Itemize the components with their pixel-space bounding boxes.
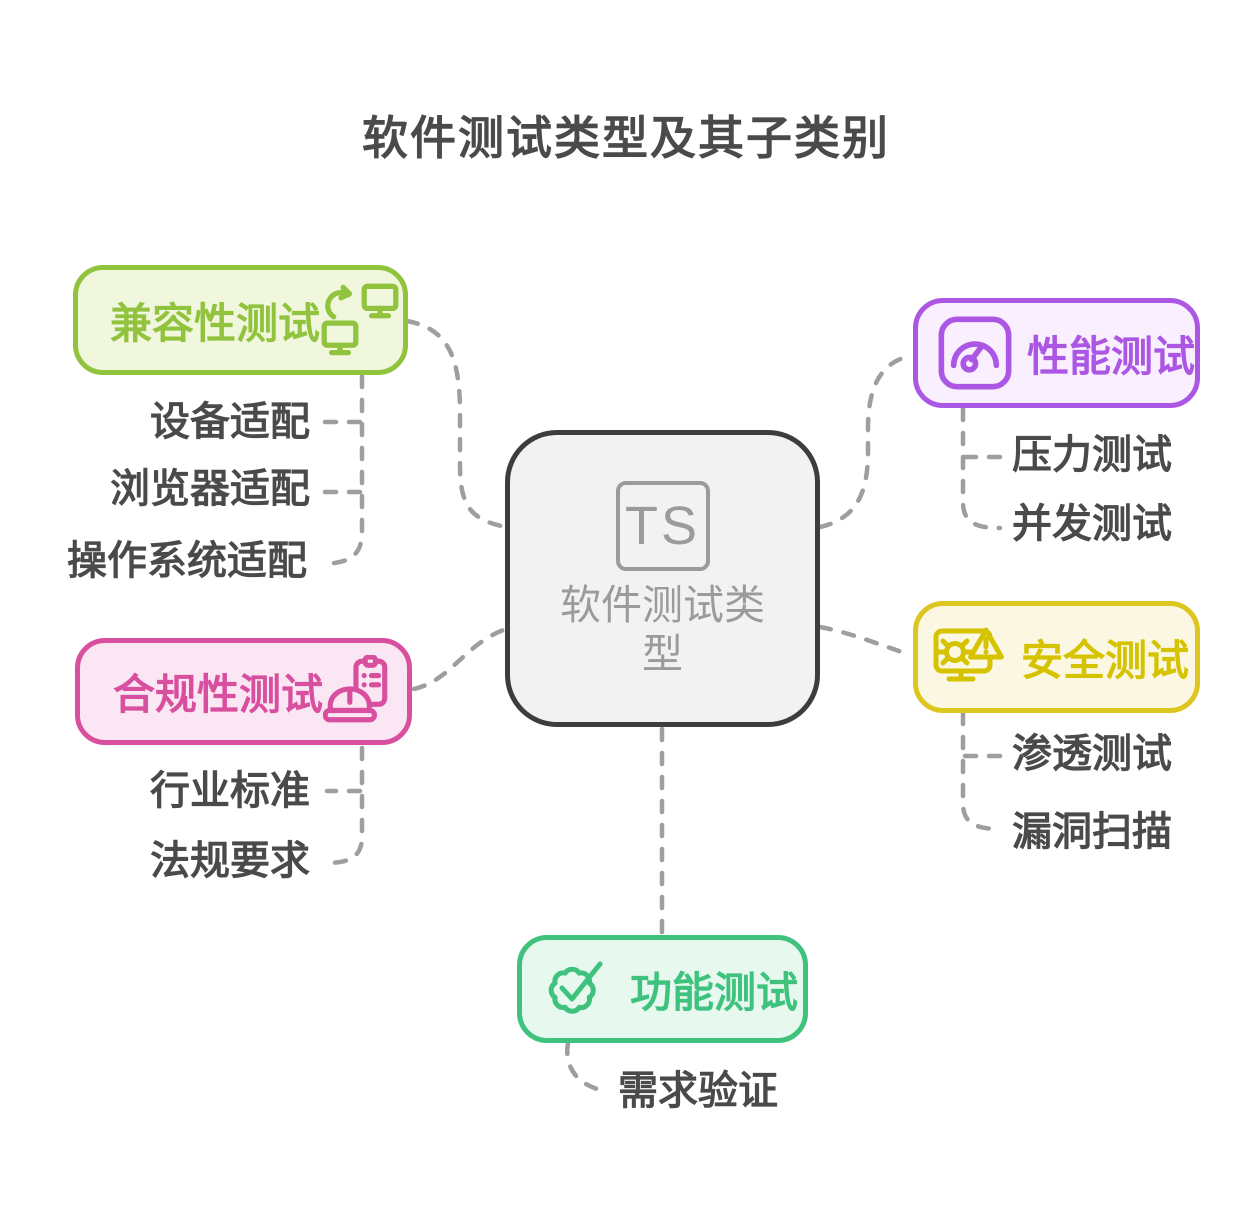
subitem-requirements-validation: 需求验证 — [618, 1069, 778, 1113]
node-functional-testing: 功能测试 — [517, 935, 808, 1043]
subitem-regulatory-requirements: 法规要求 — [150, 839, 310, 883]
subitem-os-adaptation: 操作系统适配 — [67, 539, 307, 583]
node-security-label: 安全测试 — [1021, 636, 1190, 684]
badge-check-icon — [548, 961, 603, 1014]
center-node-label: 软件测试类型 — [560, 582, 765, 678]
subitem-penetration-testing: 渗透测试 — [1012, 732, 1172, 776]
connector-performance-subitems-spine — [960, 406, 1003, 531]
subitem-vulnerability-scanning: 漏洞扫描 — [1012, 810, 1172, 854]
node-compatibility-label: 兼容性测试 — [110, 299, 321, 347]
bug-alert-monitor-icon — [933, 627, 1004, 682]
subitem-concurrency-testing: 并发测试 — [1012, 502, 1172, 546]
connector-center-performance — [817, 353, 914, 530]
subitem-stress-testing: 压力测试 — [1012, 433, 1172, 477]
hardhat-clipboard-icon — [323, 654, 388, 722]
connector-functional-subitem — [564, 1040, 609, 1094]
node-compatibility-testing: 兼容性测试 — [73, 265, 408, 375]
gauge-icon — [938, 316, 1012, 390]
connector-compatibility-subitems-spine — [320, 373, 365, 567]
node-performance-label: 性能测试 — [1027, 332, 1196, 380]
center-node: TS 软件测试类型 — [505, 430, 820, 727]
connector-compliance-subitems-spine — [322, 745, 365, 866]
connector-compatibility-center — [404, 318, 509, 530]
node-performance-testing: 性能测试 — [913, 298, 1200, 408]
node-security-testing: 安全测试 — [913, 601, 1200, 713]
connector-center-security — [817, 624, 914, 658]
node-functional-label: 功能测试 — [630, 968, 799, 1016]
subitem-device-adaptation: 设备适配 — [150, 400, 310, 444]
connector-security-subitems-spine — [960, 710, 1003, 832]
subitem-industry-standards: 行业标准 — [150, 769, 310, 813]
node-compliance-testing: 合规性测试 — [75, 638, 412, 745]
node-compliance-label: 合规性测试 — [113, 671, 324, 718]
ts-badge-icon: TS — [615, 481, 710, 571]
sync-monitors-icon — [321, 283, 399, 356]
page-title: 软件测试类型及其子类别 — [362, 112, 890, 164]
connector-compliance-center — [411, 626, 509, 692]
subitem-browser-adaptation: 浏览器适配 — [110, 467, 310, 511]
